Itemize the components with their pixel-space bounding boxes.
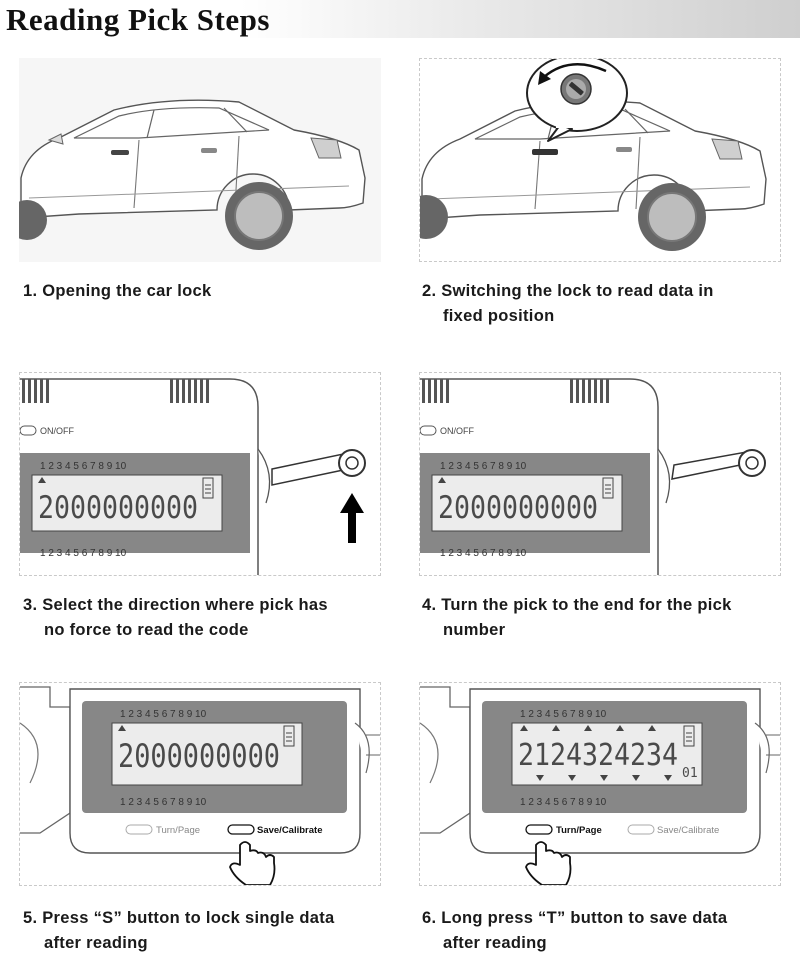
turn-page-label: Turn/Page: [156, 825, 200, 836]
step-1-text: 1. Opening the car lock: [23, 282, 212, 300]
step-2-caption: 2. Switching the lock to read data in fi…: [422, 279, 792, 329]
step-4-text: 4. Turn the pick to the end for the pick: [422, 596, 732, 614]
pointing-hand-icon: [525, 841, 572, 885]
pointing-hand-icon: [229, 841, 276, 885]
position-numbers-bottom: 1 2 3 4 5 6 7 8 9 10: [40, 548, 127, 559]
turn-page-label: Turn/Page: [556, 825, 602, 836]
lock-cylinder-icon: [560, 73, 592, 105]
turn-page-button[interactable]: Turn/Page: [525, 824, 602, 836]
step-5-caption: 5. Press “S” button to lock single data …: [23, 906, 393, 956]
step-1-illustration: [19, 58, 381, 262]
save-calibrate-button[interactable]: Save/Calibrate: [627, 824, 719, 836]
lcd-reading: 2000000000: [118, 737, 280, 775]
position-numbers-top: 1 2 3 4 5 6 7 8 9 10: [520, 709, 607, 720]
position-numbers-bottom: 1 2 3 4 5 6 7 8 9 10: [440, 548, 527, 559]
step-4-text-line2: number: [443, 621, 506, 639]
turn-page-button[interactable]: Turn/Page: [125, 824, 200, 836]
step-6-illustration: 1 2 3 4 5 6 7 8 9 10 2124324234 01 1 2 3…: [419, 682, 781, 886]
position-numbers-top: 1 2 3 4 5 6 7 8 9 10: [40, 461, 127, 472]
step-5-illustration: 1 2 3 4 5 6 7 8 9 10 2000000000 1 2 3 4 …: [19, 682, 381, 886]
lcd-reading: 2000000000: [38, 490, 198, 526]
step-6-caption: 6. Long press “T” button to save data af…: [422, 906, 792, 956]
position-numbers-bottom: 1 2 3 4 5 6 7 8 9 10: [520, 797, 607, 808]
arrow-up-icon: [340, 493, 364, 543]
lcd-reading: 2000000000: [438, 490, 598, 526]
tool-pick-illustration: ON/OFF 1 2 3 4 5 6 7 8 9 10 2000000000 1…: [20, 378, 366, 575]
car-illustration: [19, 99, 366, 250]
onoff-label: ON/OFF: [440, 426, 474, 436]
onoff-label: ON/OFF: [40, 426, 74, 436]
device-save-illustration: 1 2 3 4 5 6 7 8 9 10 2000000000 1 2 3 4 …: [20, 686, 380, 885]
step-5-text: 5. Press “S” button to lock single data: [23, 909, 335, 927]
step-1-caption: 1. Opening the car lock: [23, 279, 393, 304]
lcd-reading-saved: 2124324234: [518, 738, 678, 773]
step-4-caption: 4. Turn the pick to the end for the pick…: [422, 593, 792, 643]
rotate-arrow-icon: [543, 63, 607, 78]
step-2-illustration: [419, 58, 781, 262]
car-lock-illustration: [420, 59, 767, 251]
position-numbers-bottom: 1 2 3 4 5 6 7 8 9 10: [120, 797, 207, 808]
save-calibrate-label: Save/Calibrate: [657, 825, 719, 836]
position-numbers-top: 1 2 3 4 5 6 7 8 9 10: [440, 461, 527, 472]
step-3-text-line2: no force to read the code: [44, 621, 249, 639]
step-3-text: 3. Select the direction where pick has: [23, 596, 328, 614]
step-5-text-line2: after reading: [44, 934, 148, 952]
position-numbers-top: 1 2 3 4 5 6 7 8 9 10: [120, 709, 207, 720]
step-2-text: 2. Switching the lock to read data in: [422, 282, 714, 300]
tool-pick-turned-illustration: ON/OFF 1 2 3 4 5 6 7 8 9 10 2000000000 1…: [420, 378, 766, 575]
title-bar: Reading Pick Steps: [0, 0, 800, 38]
device-page-illustration: 1 2 3 4 5 6 7 8 9 10 2124324234 01 1 2 3…: [420, 686, 780, 885]
step-3-illustration: ON/OFF 1 2 3 4 5 6 7 8 9 10 2000000000 1…: [19, 372, 381, 576]
step-4-illustration: ON/OFF 1 2 3 4 5 6 7 8 9 10 2000000000 1…: [419, 372, 781, 576]
page-indicator: 01: [682, 766, 698, 781]
step-6-text: 6. Long press “T” button to save data: [422, 909, 728, 927]
save-calibrate-label: Save/Calibrate: [257, 825, 322, 836]
save-calibrate-button[interactable]: Save/Calibrate: [227, 824, 322, 836]
step-6-text-line2: after reading: [443, 934, 547, 952]
step-3-caption: 3. Select the direction where pick has n…: [23, 593, 393, 643]
page-title: Reading Pick Steps: [6, 2, 270, 37]
step-2-text-line2: fixed position: [443, 307, 555, 325]
